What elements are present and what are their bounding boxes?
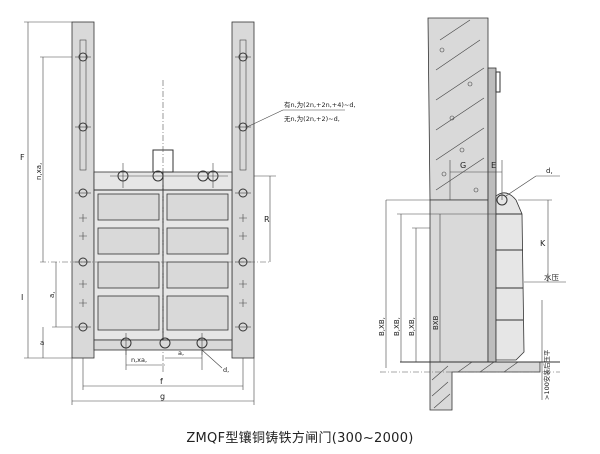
- gate-section: [495, 192, 525, 361]
- label-nxa: n,xa,: [35, 163, 43, 180]
- label-BxB2: B,XB,: [393, 317, 401, 336]
- label-G: G: [460, 161, 466, 170]
- floor-slab: [429, 361, 541, 411]
- label-a: a: [40, 339, 44, 347]
- b-dimensions: [385, 199, 496, 368]
- label-K: K: [540, 239, 546, 248]
- label-a2: a,: [178, 349, 184, 357]
- label-BxB: BXB: [432, 315, 440, 330]
- label-BxB1: B,XB,: [378, 317, 386, 336]
- drawing-caption: ZMQF型镶铜铸铁方闸门(300~2000): [186, 431, 414, 446]
- label-n2xa2: n,xa,: [131, 356, 147, 364]
- label-F: F: [20, 153, 25, 162]
- label-I: I: [21, 293, 23, 302]
- label-d2: d,: [546, 167, 553, 175]
- wall-hatching: [435, 19, 485, 193]
- bottom-dimensions: [71, 349, 255, 405]
- install-note: >100安装后压平: [542, 349, 551, 400]
- label-E: E: [491, 161, 496, 170]
- section-view: G E d, K 水压 B,XB, B,XB, B,XB, BXB >100安装…: [378, 17, 566, 411]
- rail-marks: [79, 214, 247, 307]
- label-water-pressure: 水压: [544, 272, 559, 282]
- label-d1: d,: [223, 366, 229, 374]
- label-g: g: [160, 392, 165, 401]
- label-BxB3: B,XB,: [408, 317, 416, 336]
- label-f: f: [160, 377, 163, 386]
- label-a1: a,: [48, 291, 56, 298]
- label-R: R: [264, 215, 270, 224]
- bolt-note-1: 有n,为(2n,+2n,+4)~d,: [284, 100, 356, 109]
- right-guide-rail: [231, 21, 255, 359]
- top-bolts: [110, 163, 228, 188]
- front-view: F n,xa, a, I a R 有n,为(2n,+2n,+4)~d, 无n,为…: [20, 21, 356, 405]
- left-dimensions: [24, 21, 72, 359]
- bolt-note-2: 无n,为(2n,+2)~d,: [284, 114, 340, 123]
- left-guide-rail: [71, 21, 95, 359]
- concrete-wall: [427, 17, 489, 201]
